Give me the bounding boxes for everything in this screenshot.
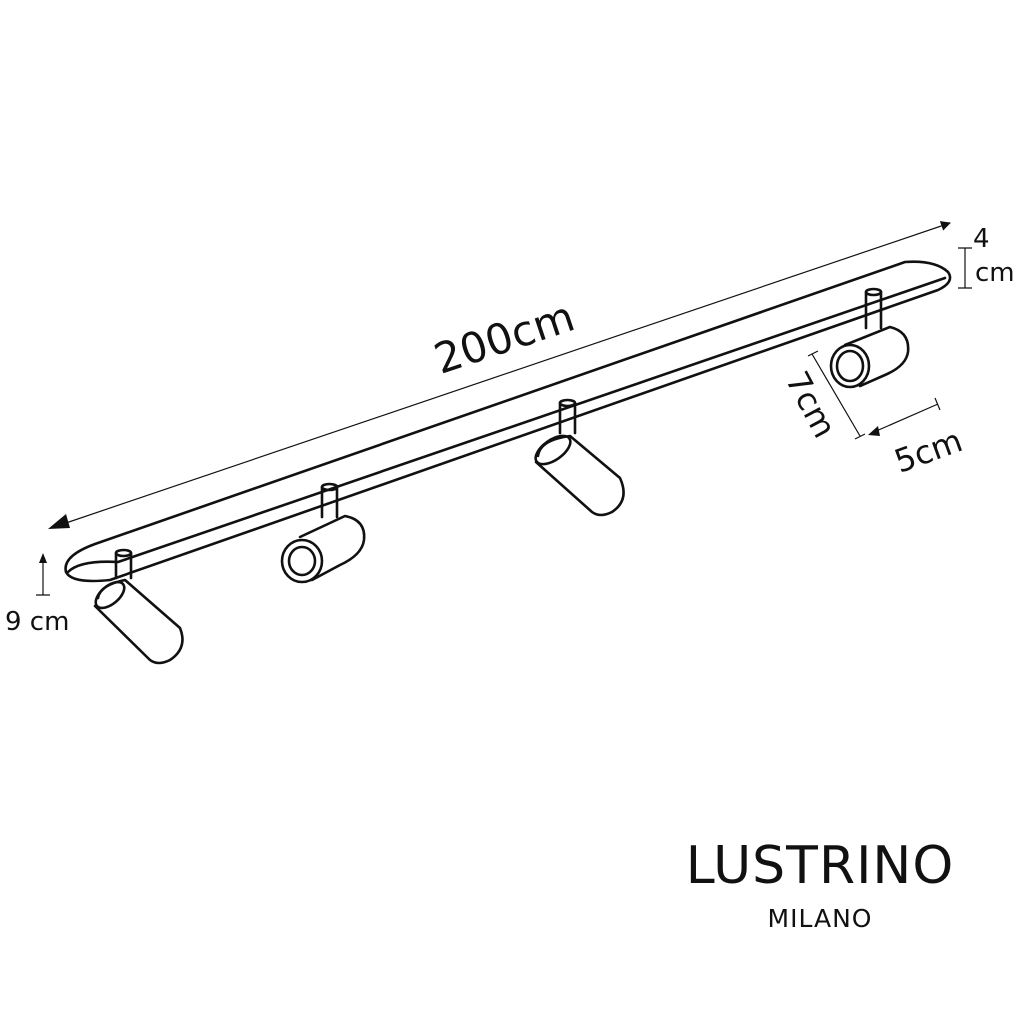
bar-height-unit: cm xyxy=(975,258,1015,288)
drop-height-arrow xyxy=(36,560,50,596)
bar-height-number: 4 xyxy=(973,224,990,254)
length-dimension-arrow xyxy=(59,221,951,526)
spotlight-4 xyxy=(829,287,910,389)
brand-name: LUSTRINO xyxy=(685,836,955,896)
arrow-head-left xyxy=(48,514,70,529)
spot-diameter-line xyxy=(873,397,941,433)
spotlight-2 xyxy=(280,482,366,584)
drop-height-label: 9 cm xyxy=(5,607,69,637)
rail-bar xyxy=(64,260,952,583)
spotlight-3 xyxy=(534,398,625,517)
spot-diameter-label: 5cm xyxy=(889,421,967,480)
spotlight-1 xyxy=(93,548,184,665)
brand-city: MILANO xyxy=(767,904,873,933)
spot-length-line xyxy=(807,350,866,440)
length-label: 200cm xyxy=(428,292,580,384)
bar-height-bracket xyxy=(958,247,972,289)
